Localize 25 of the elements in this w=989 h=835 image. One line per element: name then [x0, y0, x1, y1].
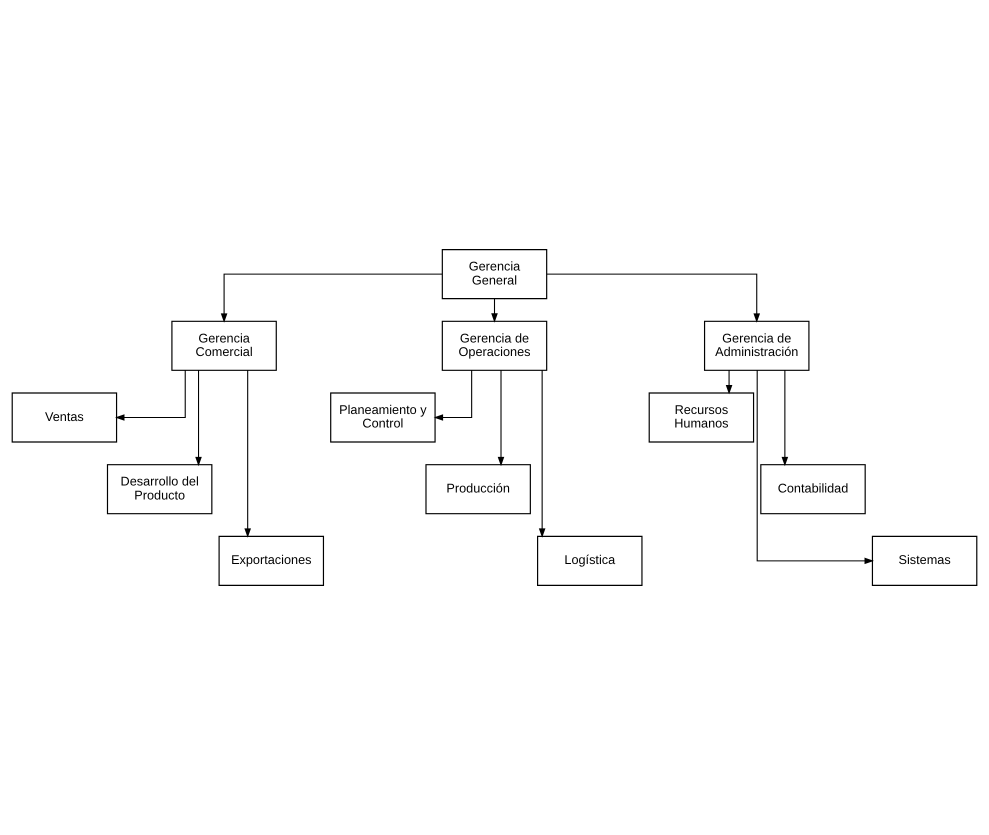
arrow — [782, 370, 788, 466]
arrow — [115, 370, 186, 421]
node-box: Exportaciones — [218, 536, 324, 586]
arrow — [546, 274, 760, 323]
node-box: Logística — [537, 536, 643, 586]
node-box: Gerencia de Operaciones — [442, 320, 548, 371]
arrow — [434, 370, 472, 421]
node-box: Gerencia General — [442, 249, 548, 300]
node-box: Gerencia de Administración — [704, 320, 810, 371]
node-box: Contabilidad — [760, 464, 866, 514]
node-box: Planeamiento y Control — [330, 392, 436, 443]
node-box: Producción — [425, 464, 531, 514]
node-box: Desarrollo del Producto — [106, 464, 212, 514]
arrow — [491, 298, 498, 323]
arrow — [756, 370, 874, 564]
arrow — [220, 274, 442, 323]
node-box: Sistemas — [872, 536, 978, 586]
arrow — [726, 370, 732, 394]
arrow — [244, 370, 251, 538]
node-box: Recursos Humanos — [648, 392, 754, 443]
arrow — [498, 370, 504, 466]
arrow — [195, 370, 202, 466]
node-box: Gerencia Comercial — [171, 320, 277, 371]
node-box: Ventas — [12, 392, 118, 443]
arrow — [538, 370, 546, 538]
